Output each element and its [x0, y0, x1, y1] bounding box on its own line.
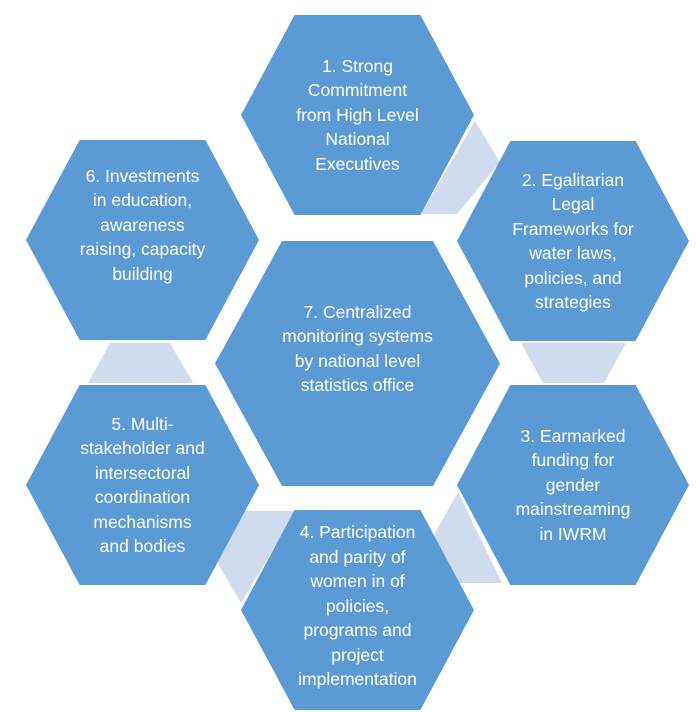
- connector-1-2: [421, 121, 500, 214]
- hexagon-7-label: 7. Centralized monitoring systems by nat…: [282, 301, 433, 396]
- hexagon-1: 1. Strong Commitment from High Level Nat…: [241, 15, 474, 215]
- hexagon-5-label: 5. Multi- stakeholder and intersectoral …: [80, 413, 205, 557]
- connector-2-3: [521, 343, 626, 383]
- hexagon-3: 3. Earmarked funding for gender mainstre…: [457, 385, 689, 585]
- hexagon-4-label: 4. Participation and parity of women in …: [298, 522, 417, 689]
- hexagon-5: 5. Multi- stakeholder and intersectoral …: [26, 385, 259, 585]
- hexagon-3-label: 3. Earmarked funding for gender mainstre…: [515, 425, 631, 544]
- hexagon-2: 2. Egalitarian Legal Frameworks for wate…: [457, 141, 689, 341]
- connector-3-4: [434, 492, 502, 583]
- hexagon-2-label: 2. Egalitarian Legal Frameworks for wate…: [512, 169, 634, 313]
- connector-5-6: [88, 343, 193, 383]
- hexagon-1-label: 1. Strong Commitment from High Level Nat…: [296, 55, 419, 174]
- hexagon-7-center: 7. Centralized monitoring systems by nat…: [215, 241, 500, 486]
- connector-4-5: [217, 511, 296, 603]
- hexagon-6: 6. Investments in education, awareness r…: [26, 140, 259, 340]
- hexagon-6-label: 6. Investments in education, awareness r…: [79, 165, 206, 284]
- hexagon-4: 4. Participation and parity of women in …: [241, 510, 474, 710]
